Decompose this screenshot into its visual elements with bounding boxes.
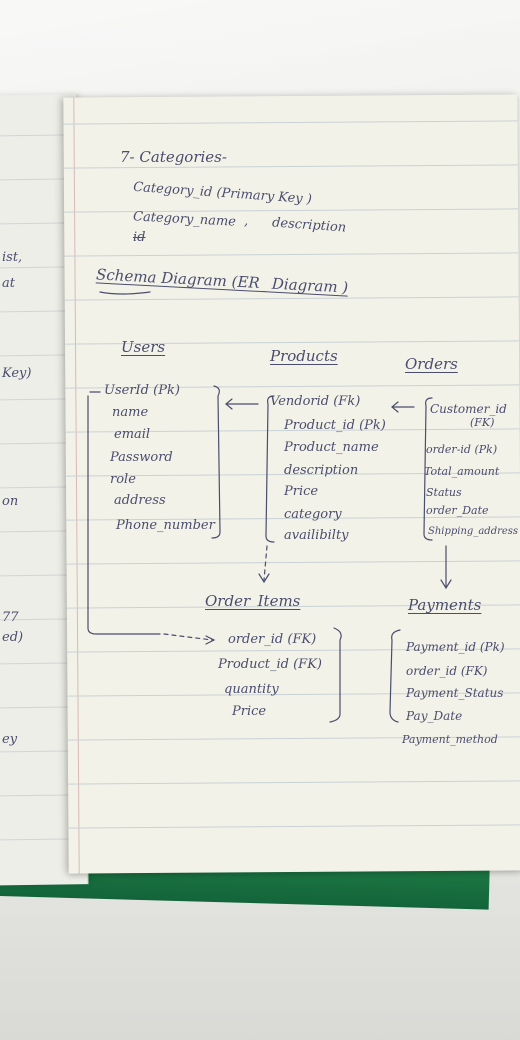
products-field: availibilty (284, 528, 349, 543)
arrowhead (391, 401, 399, 413)
order-items-field: Price (232, 704, 267, 719)
payments-field: Pay_Date (406, 709, 463, 723)
payments-field: Payment_method (402, 733, 498, 746)
dashed-connector (163, 633, 213, 641)
category-separator: , (244, 214, 249, 229)
left-fragment: ed) (2, 630, 24, 645)
order-items-field: quantity (224, 682, 279, 697)
orders-field: Status (426, 486, 462, 499)
categories-heading: 7- Categories- (120, 148, 227, 166)
users-to-order-items-line (87, 395, 161, 635)
orders-field: order-id (Pk) (426, 443, 498, 456)
products-field: Product_name (284, 440, 379, 455)
order-items-field: order_id (FK) (228, 632, 317, 647)
orders-brace (423, 397, 433, 541)
left-fragment: Key) (2, 366, 32, 381)
products-title: Products (270, 347, 338, 365)
payments-brace (389, 629, 401, 723)
struck-text: id (133, 230, 146, 245)
payments-title: Payments (408, 596, 482, 614)
order-items-field: Product_id (FK) (218, 657, 322, 672)
orders-field: Total_amount (424, 465, 500, 478)
dashed-connector (263, 545, 268, 581)
users-field: name (112, 405, 149, 420)
products-brace (265, 395, 275, 543)
order-items-brace (329, 627, 342, 723)
users-field: role (110, 472, 136, 487)
arrowhead (440, 579, 452, 590)
order-items-title: Order_Items (205, 592, 301, 610)
products-field: description (284, 463, 359, 478)
arrowhead (205, 635, 216, 645)
title-squiggle (99, 291, 151, 295)
products-field: Price (284, 484, 319, 499)
orders-field: (FK) (470, 416, 495, 429)
users-field: address (114, 493, 166, 508)
left-fragment: on (2, 494, 19, 509)
orders-field: Shipping_address (428, 526, 519, 537)
users-field: UserId (Pk) (104, 383, 180, 398)
payments-field: order_id (FK) (406, 664, 488, 678)
orders-field: Customer_id (430, 402, 507, 416)
arrowhead (258, 573, 270, 584)
payments-field: Payment_id (Pk) (406, 640, 505, 654)
users-brace (211, 385, 221, 539)
users-field: Phone_number (116, 518, 215, 533)
products-field: Vendorid (Fk) (270, 394, 361, 409)
left-fragment: at (2, 276, 15, 291)
payments-field: Payment_Status (406, 686, 504, 700)
left-fragment: 77 (2, 610, 19, 625)
users-field: email (114, 427, 151, 442)
orders-field: order_Date (426, 504, 489, 517)
users-field: Password (110, 450, 173, 465)
left-fragment: ey (2, 732, 18, 747)
products-field: category (284, 507, 342, 522)
products-field: Product_id (Pk) (284, 418, 386, 433)
orders-title: Orders (405, 355, 458, 373)
users-title: Users (121, 338, 166, 356)
left-fragment: ist, (2, 250, 23, 265)
arrowhead (225, 398, 233, 410)
